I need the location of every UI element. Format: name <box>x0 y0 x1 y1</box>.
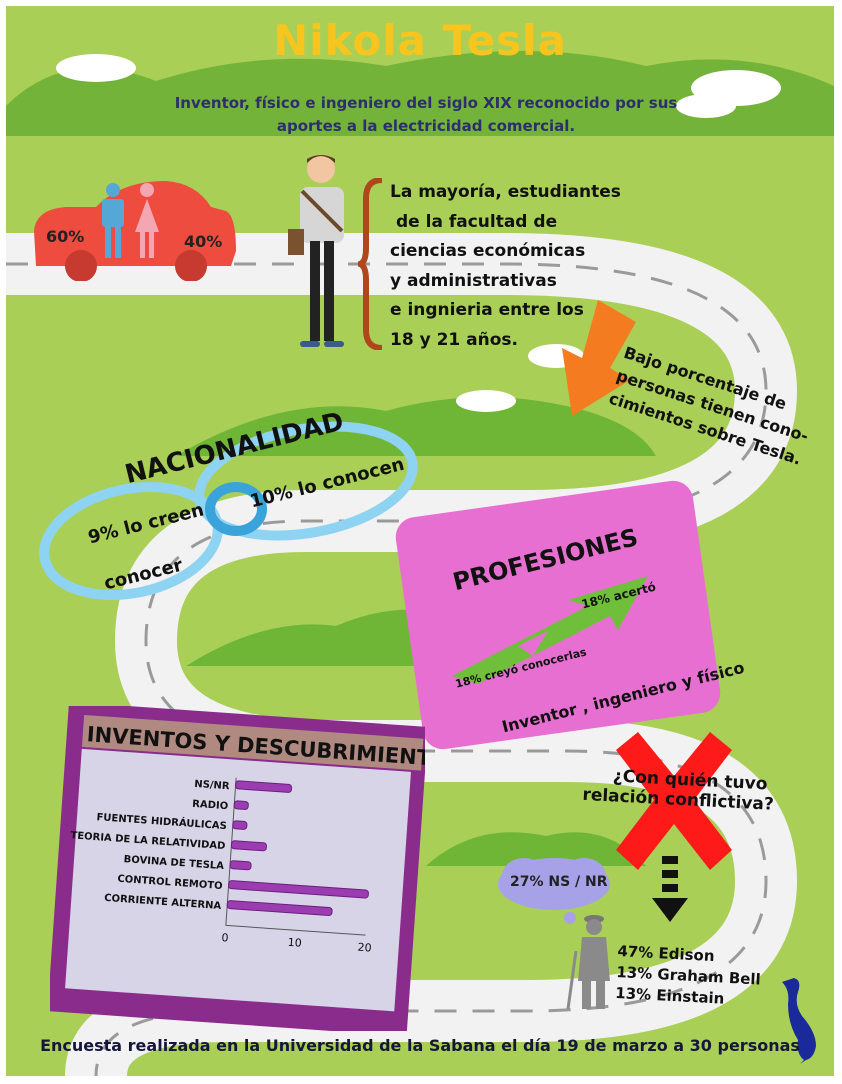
chart-bar <box>226 900 333 917</box>
conflict-results: 47% Edison 13% Graham Bell 13% Einstain <box>615 941 763 1011</box>
students-line: y administrativas <box>390 270 557 291</box>
male-icon <box>102 183 124 258</box>
chart-bar <box>228 880 369 899</box>
down-arrow-icon <box>562 300 636 416</box>
chart-x-tick-label: 20 <box>357 941 372 955</box>
male-percentage: 60% <box>46 227 85 246</box>
female-percentage: 40% <box>184 232 223 251</box>
nationality-rings <box>39 421 418 601</box>
brace-icon <box>358 178 383 350</box>
cloud-ns-nr: 27% NS / NR <box>510 874 608 890</box>
chart-category-label: NS/NR <box>194 779 230 792</box>
chart-bar <box>235 780 293 793</box>
infographic: Nikola Tesla Inventor, físico e ingenier… <box>6 6 834 1076</box>
students-line: La mayoría, estudiantes <box>390 182 621 202</box>
chart-bar <box>230 840 267 852</box>
zigzag-arrow-icon <box>452 576 648 684</box>
chart-bar <box>232 820 248 830</box>
chart-x-tick-label: 0 <box>221 931 229 944</box>
old-man-icon <box>566 915 610 1010</box>
car-illustration <box>34 181 236 281</box>
chart-bar <box>233 800 249 810</box>
down-arrow-black-icon <box>652 856 688 922</box>
thought-cloud <box>498 858 610 924</box>
student-figure <box>288 155 344 347</box>
students-line: ciencias económicas <box>390 241 586 261</box>
students-line: e ingnieria entre los <box>390 300 584 320</box>
footer-note: Encuesta realizada en la Universidad de … <box>40 1036 800 1055</box>
students-description: La mayoría, estudiantes de la facultad d… <box>390 178 621 355</box>
students-line: de la facultad de <box>396 211 558 232</box>
inventions-chart-svg: INVENTOS Y DESCUBRIMIENTOS NS/NRRADIOFUE… <box>47 701 465 1037</box>
students-line: 18 y 21 años. <box>390 329 518 350</box>
chart-bar <box>229 860 252 871</box>
chart-x-axis <box>225 924 366 936</box>
red-cross-icon <box>616 732 732 870</box>
chart-x-tick-label: 10 <box>287 936 302 950</box>
page-title: Nikola Tesla <box>273 16 567 65</box>
heron-logo-icon <box>782 978 816 1064</box>
subtitle: Inventor, físico e ingeniero del siglo X… <box>174 94 678 135</box>
female-icon <box>135 183 159 258</box>
chart-category-label: RADIO <box>192 799 229 812</box>
